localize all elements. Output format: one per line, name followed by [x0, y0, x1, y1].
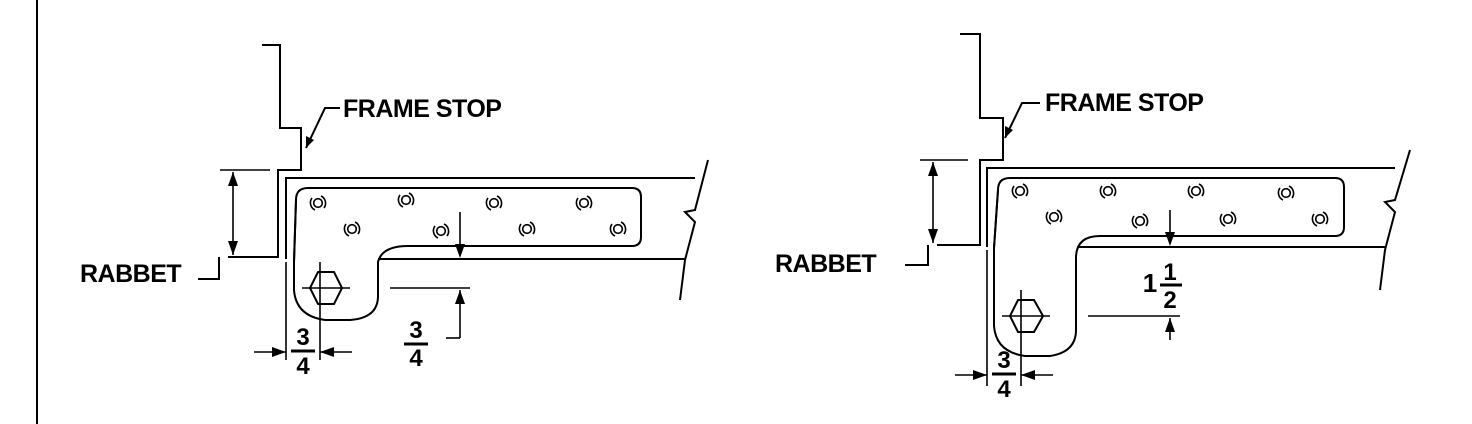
left-screw	[609, 221, 627, 237]
left-frame-outline	[228, 44, 302, 258]
left-frame-stop-label: FRAME STOP	[343, 95, 501, 123]
left-rabbet-leader	[198, 257, 220, 280]
left-hdim-arrow-right	[320, 347, 334, 357]
left-leader-arrowhead	[306, 136, 314, 148]
right-hdim-arrow-left	[973, 370, 987, 380]
left-vdim-arrow-bottom	[455, 290, 465, 304]
right-rabbet-label: RABBET	[775, 250, 876, 278]
left-vdim-denominator: 4	[409, 345, 423, 372]
right-hdim-denominator: 4	[997, 376, 1011, 403]
right-door-edge	[986, 167, 1395, 247]
left-screw	[343, 221, 361, 237]
left-door-edge	[285, 177, 695, 259]
left-leaf-edge	[293, 199, 297, 263]
right-leaf-edge	[993, 189, 999, 249]
left-rabbet-arrow-up	[228, 172, 238, 186]
left-frame-stop-leader	[305, 107, 340, 149]
left-screw	[432, 223, 450, 239]
left-rabbet-arrow-down	[228, 241, 238, 255]
right-rabbet-leader	[905, 245, 929, 266]
left-rabbet-label: RABBET	[80, 260, 181, 288]
left-detail: FRAME STOP RABBET 3	[80, 44, 709, 380]
left-screw	[309, 195, 327, 211]
right-screw	[1011, 183, 1029, 199]
left-hdim-denominator: 4	[296, 353, 310, 380]
right-screw	[1219, 211, 1237, 227]
right-screw	[1277, 185, 1295, 201]
left-screw	[518, 221, 536, 237]
right-vdim-arrow-bottom	[1165, 318, 1175, 332]
right-vdim-arrow-top	[1165, 232, 1175, 246]
right-break-line	[1379, 149, 1411, 291]
right-vdim-numerator: 1	[1163, 259, 1176, 286]
right-frame-stop-leader	[1004, 102, 1040, 139]
right-screw	[1187, 183, 1205, 199]
right-screw	[1311, 211, 1329, 227]
left-screw	[397, 192, 415, 208]
right-hdim-arrow-right	[1021, 370, 1035, 380]
right-vdim-denominator: 2	[1163, 287, 1176, 314]
left-hdim-arrow-left	[272, 347, 286, 357]
left-vdim-numerator: 3	[409, 317, 422, 344]
right-rabbet-arrow-up	[928, 162, 938, 176]
right-screw	[1045, 209, 1063, 225]
left-hdim-numerator: 3	[296, 324, 309, 351]
left-screw	[575, 195, 593, 211]
left-hinge-leaf	[293, 187, 642, 321]
left-vdim-arrow-top	[455, 244, 465, 258]
right-frame-stop-label: FRAME STOP	[1045, 89, 1203, 117]
right-screw	[1131, 213, 1149, 229]
right-detail: FRAME STOP RABBET 1 1	[775, 33, 1411, 403]
right-frame-outline	[937, 33, 1004, 246]
right-rabbet-arrow-down	[928, 229, 938, 243]
left-screw	[485, 195, 503, 211]
right-leader-arrowhead	[1005, 126, 1013, 138]
left-break-line	[679, 159, 709, 301]
right-hdim-numerator: 3	[997, 347, 1010, 374]
right-screw	[1099, 183, 1117, 199]
right-vdim-whole: 1	[1143, 268, 1157, 298]
right-hinge-leaf	[993, 177, 1345, 357]
